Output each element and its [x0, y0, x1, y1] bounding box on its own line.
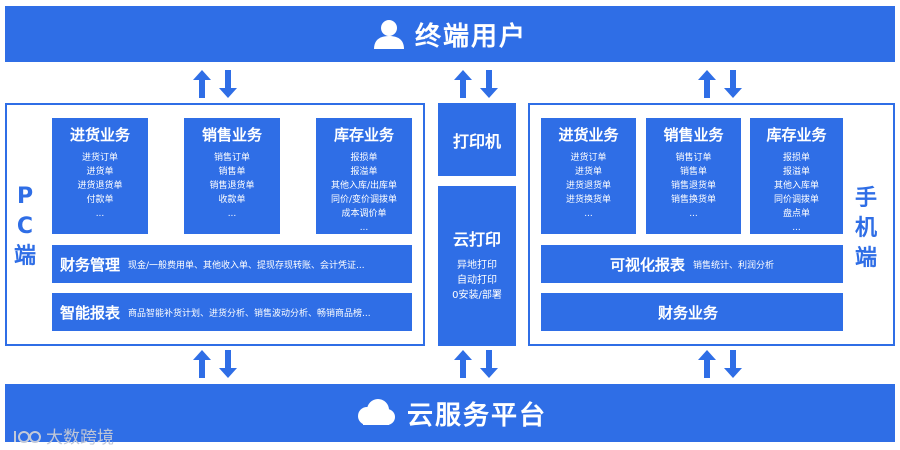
mobile-side-label: 手 机 端 [855, 184, 877, 274]
pc-card-purchase: 进货业务 进货订单 进货单 进货退货单 付款单 ... [52, 118, 148, 234]
printer-title: 打印机 [452, 131, 501, 151]
cloud-print-item: 0安装/部署 [452, 290, 502, 301]
card-item: 收款单 [218, 195, 246, 205]
pc-label-char: 端 [14, 244, 37, 269]
card-item: 报损单 [782, 153, 810, 163]
arrow-down-icon [724, 70, 742, 98]
row-title: 财务管理 [60, 255, 121, 274]
card-item: ... [584, 209, 593, 219]
card-item: 销售单 [679, 167, 707, 177]
arrows-top-right [698, 70, 742, 98]
mobile-label-char: 端 [855, 246, 878, 271]
mobile-row-visual-reports: 可视化报表 销售统计、利润分析 [541, 245, 843, 283]
mobile-label-char: 手 [855, 186, 878, 211]
top-bar-title: 终端用户 [414, 21, 527, 52]
card-item: 进货单 [86, 167, 114, 177]
pc-row-finance: 财务管理 现金/一般费用单、其他收入单、提现存现转账、会计凭证... [52, 245, 412, 283]
top-bar-end-users: 终端用户 [5, 6, 895, 62]
card-item: 同价调拨单 [773, 195, 819, 205]
card-item: 其他入库单 [773, 181, 819, 191]
mobile-card-inventory: 库存业务 报损单 报溢单 其他入库单 同价调拨单 盘点单 ... [750, 118, 843, 234]
cloud-print-title: 云打印 [452, 230, 501, 249]
pc-label-char: P [16, 184, 34, 209]
card-item: 进货订单 [570, 153, 607, 163]
arrow-down-icon [219, 70, 237, 98]
card-item: 销售退货单 [209, 181, 255, 191]
pc-card-inventory: 库存业务 报损单 报溢单 其他入库/出库单 同价/变价调拨单 成本调价单 ... [316, 118, 412, 234]
card-item: 进货退货单 [565, 181, 611, 191]
arrows-top-left [193, 70, 237, 98]
card-item: 销售退货单 [670, 181, 716, 191]
card-item: 销售订单 [213, 153, 250, 163]
card-item: 同价/变价调拨单 [330, 195, 398, 205]
mobile-row-finance: 财务业务 [541, 293, 843, 331]
pc-card-sales: 销售业务 销售订单 销售单 销售退货单 收款单 ... [184, 118, 280, 234]
card-item: 进货退货单 [77, 181, 123, 191]
card-title: 进货业务 [558, 126, 619, 144]
card-item: 进货单 [574, 167, 602, 177]
cloud-print-box: 云打印 异地打印 自动打印 0安装/部署 [438, 186, 516, 346]
card-item: 销售单 [218, 167, 246, 177]
card-title: 进货业务 [69, 126, 130, 144]
arrow-up-icon [698, 70, 716, 98]
card-item: ... [689, 209, 698, 219]
card-title: 库存业务 [766, 126, 827, 144]
card-item: 销售换货单 [670, 195, 716, 205]
row-title: 财务业务 [657, 303, 718, 322]
cloud-icon [357, 399, 395, 425]
card-item: 进货订单 [81, 153, 118, 163]
row-title: 可视化报表 [609, 255, 685, 274]
watermark: 大数跨境 [12, 423, 114, 448]
bottom-bar-cloud-platform: 云服务平台 [5, 384, 895, 442]
pc-side-label: P C 端 [14, 182, 36, 272]
row-desc: 商品智能补货计划、进货分析、销售波动分析、畅销商品榜... [128, 308, 371, 319]
card-item: 销售订单 [675, 153, 712, 163]
card-title: 库存业务 [333, 126, 394, 144]
card-item: 进货换货单 [565, 195, 611, 205]
cloud-print-item: 自动打印 [456, 275, 497, 286]
row-desc: 现金/一般费用单、其他收入单、提现存现转账、会计凭证... [128, 260, 365, 271]
card-item: ... [95, 209, 105, 219]
pc-row-smart-reports: 智能报表 商品智能补货计划、进货分析、销售波动分析、畅销商品榜... [52, 293, 412, 331]
arrow-up-icon [698, 350, 716, 378]
card-item: 报损单 [350, 153, 378, 163]
card-item: 报溢单 [782, 167, 810, 177]
mobile-card-purchase: 进货业务 进货订单 进货单 进货退货单 进货换货单 ... [541, 118, 636, 234]
user-icon [373, 20, 404, 49]
mobile-card-sales: 销售业务 销售订单 销售单 销售退货单 销售换货单 ... [646, 118, 741, 234]
printer-box: 打印机 [438, 103, 516, 176]
card-item: ... [359, 223, 369, 233]
row-desc: 销售统计、利润分析 [693, 260, 775, 271]
mobile-label-char: 机 [855, 216, 878, 241]
arrow-up-icon [454, 70, 472, 98]
card-item: ... [227, 209, 237, 219]
watermark-text: 大数跨境 [46, 428, 114, 448]
arrow-down-icon [480, 70, 498, 98]
card-item: 报溢单 [350, 167, 378, 177]
arrows-top-center [454, 70, 498, 98]
100-logo-icon [14, 430, 41, 443]
arrows-bottom-center [454, 350, 498, 378]
card-title: 销售业务 [201, 126, 262, 144]
card-item: 付款单 [86, 195, 114, 205]
arrow-up-icon [454, 350, 472, 378]
row-title: 智能报表 [60, 303, 121, 322]
card-item: 成本调价单 [341, 209, 387, 219]
card-item: 盘点单 [782, 209, 810, 219]
arrows-bottom-right [698, 350, 742, 378]
arrow-down-icon [480, 350, 498, 378]
arrow-up-icon [193, 70, 211, 98]
cloud-print-item: 异地打印 [456, 260, 497, 271]
card-title: 销售业务 [663, 126, 724, 144]
arrows-bottom-left [193, 350, 237, 378]
bottom-bar-title: 云服务平台 [406, 400, 547, 431]
pc-label-char: C [16, 214, 34, 239]
card-item: 其他入库/出库单 [330, 181, 398, 191]
card-item: ... [792, 223, 801, 233]
arrow-down-icon [219, 350, 237, 378]
arrow-down-icon [724, 350, 742, 378]
arrow-up-icon [193, 350, 211, 378]
